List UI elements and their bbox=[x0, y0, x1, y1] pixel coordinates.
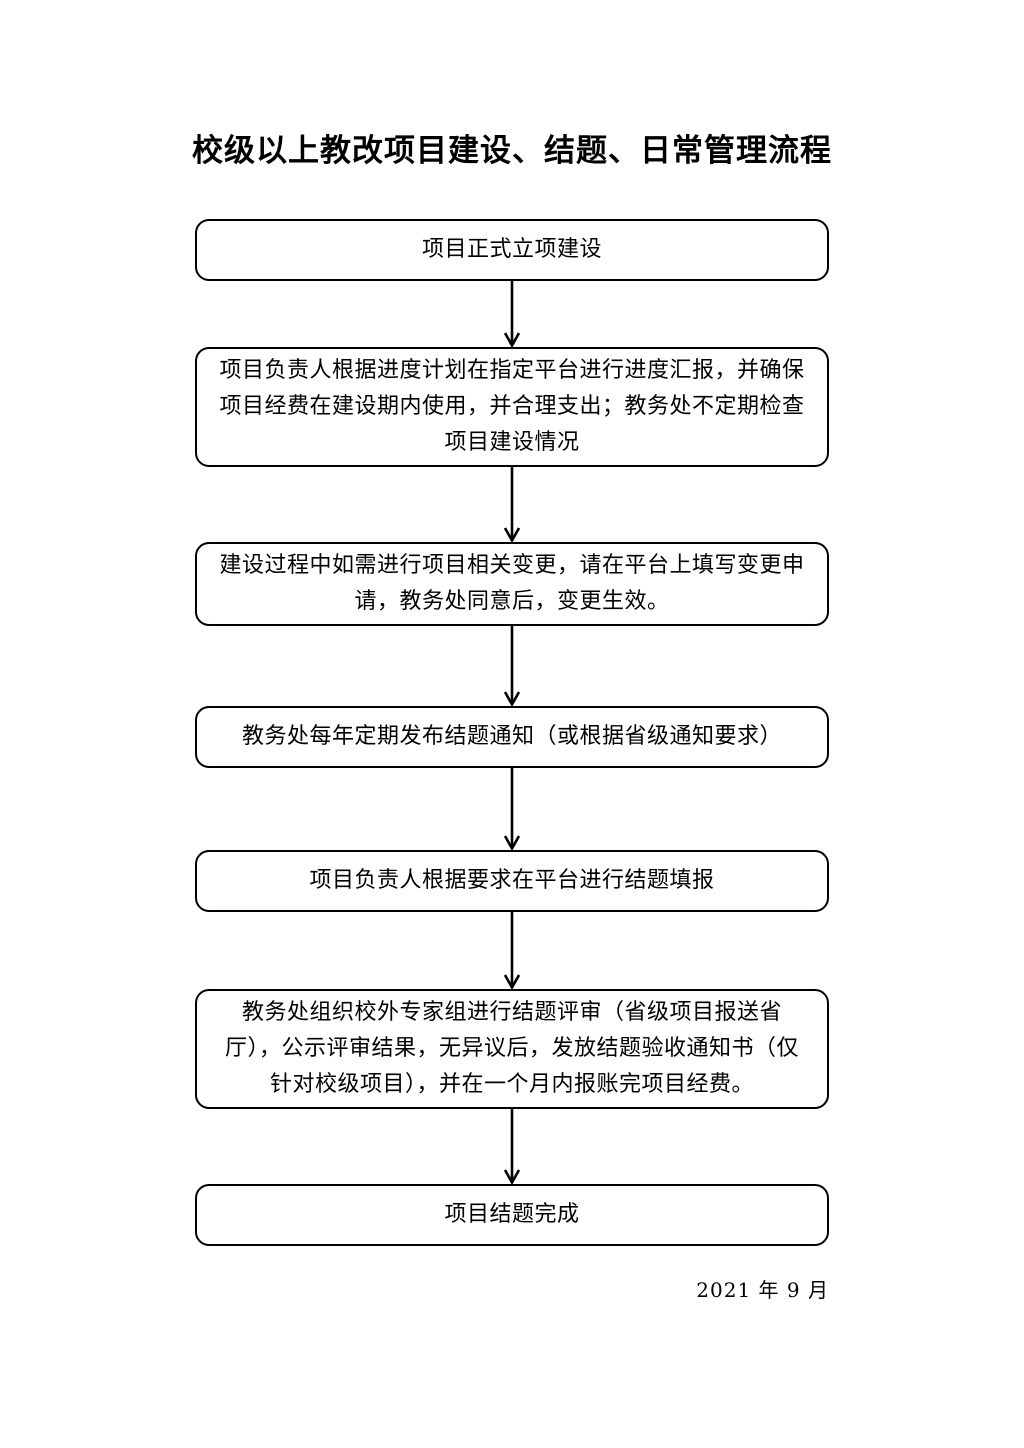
down-arrow-icon bbox=[503, 626, 521, 706]
flow-step-label: 项目负责人根据要求在平台进行结题填报 bbox=[309, 868, 715, 893]
down-arrow-icon bbox=[503, 768, 521, 850]
down-arrow-icon bbox=[503, 1109, 521, 1184]
flowchart: 项目正式立项建设 项目负责人根据进度计划在指定平台进行进度汇报，并确保项目经费在… bbox=[195, 219, 829, 1246]
flow-step-label: 建设过程中如需进行项目相关变更，请在平台上填写变更申请，教务处同意后，变更生效。 bbox=[219, 553, 805, 614]
flow-step-label: 教务处每年定期发布结题通知（或根据省级通知要求） bbox=[241, 724, 782, 749]
flow-step-closure-notice: 教务处每年定期发布结题通知（或根据省级通知要求） bbox=[195, 706, 829, 768]
date-label: 2021 年 9 月 bbox=[696, 1278, 829, 1302]
flow-step-progress-report: 项目负责人根据进度计划在指定平台进行进度汇报，并确保项目经费在建设期内使用，并合… bbox=[195, 347, 829, 467]
down-arrow-icon bbox=[503, 912, 521, 989]
flow-step-label: 项目结题完成 bbox=[444, 1202, 580, 1227]
flow-step-label: 项目正式立项建设 bbox=[421, 237, 602, 262]
down-arrow-icon bbox=[503, 281, 521, 347]
flow-step-label: 项目负责人根据进度计划在指定平台进行进度汇报，并确保项目经费在建设期内使用，并合… bbox=[219, 358, 805, 455]
page-title: 校级以上教改项目建设、结题、日常管理流程 bbox=[192, 133, 832, 169]
flow-step-label: 教务处组织校外专家组进行结题评审（省级项目报送省厅），公示评审结果，无异议后，发… bbox=[224, 1000, 799, 1097]
down-arrow-icon bbox=[503, 467, 521, 542]
flow-step-project-established: 项目正式立项建设 bbox=[195, 219, 829, 281]
flow-step-expert-review: 教务处组织校外专家组进行结题评审（省级项目报送省厅），公示评审结果，无异议后，发… bbox=[195, 989, 829, 1109]
flow-step-change-request: 建设过程中如需进行项目相关变更，请在平台上填写变更申请，教务处同意后，变更生效。 bbox=[195, 542, 829, 626]
flow-step-closure-complete: 项目结题完成 bbox=[195, 1184, 829, 1246]
flow-step-closure-filing: 项目负责人根据要求在平台进行结题填报 bbox=[195, 850, 829, 912]
